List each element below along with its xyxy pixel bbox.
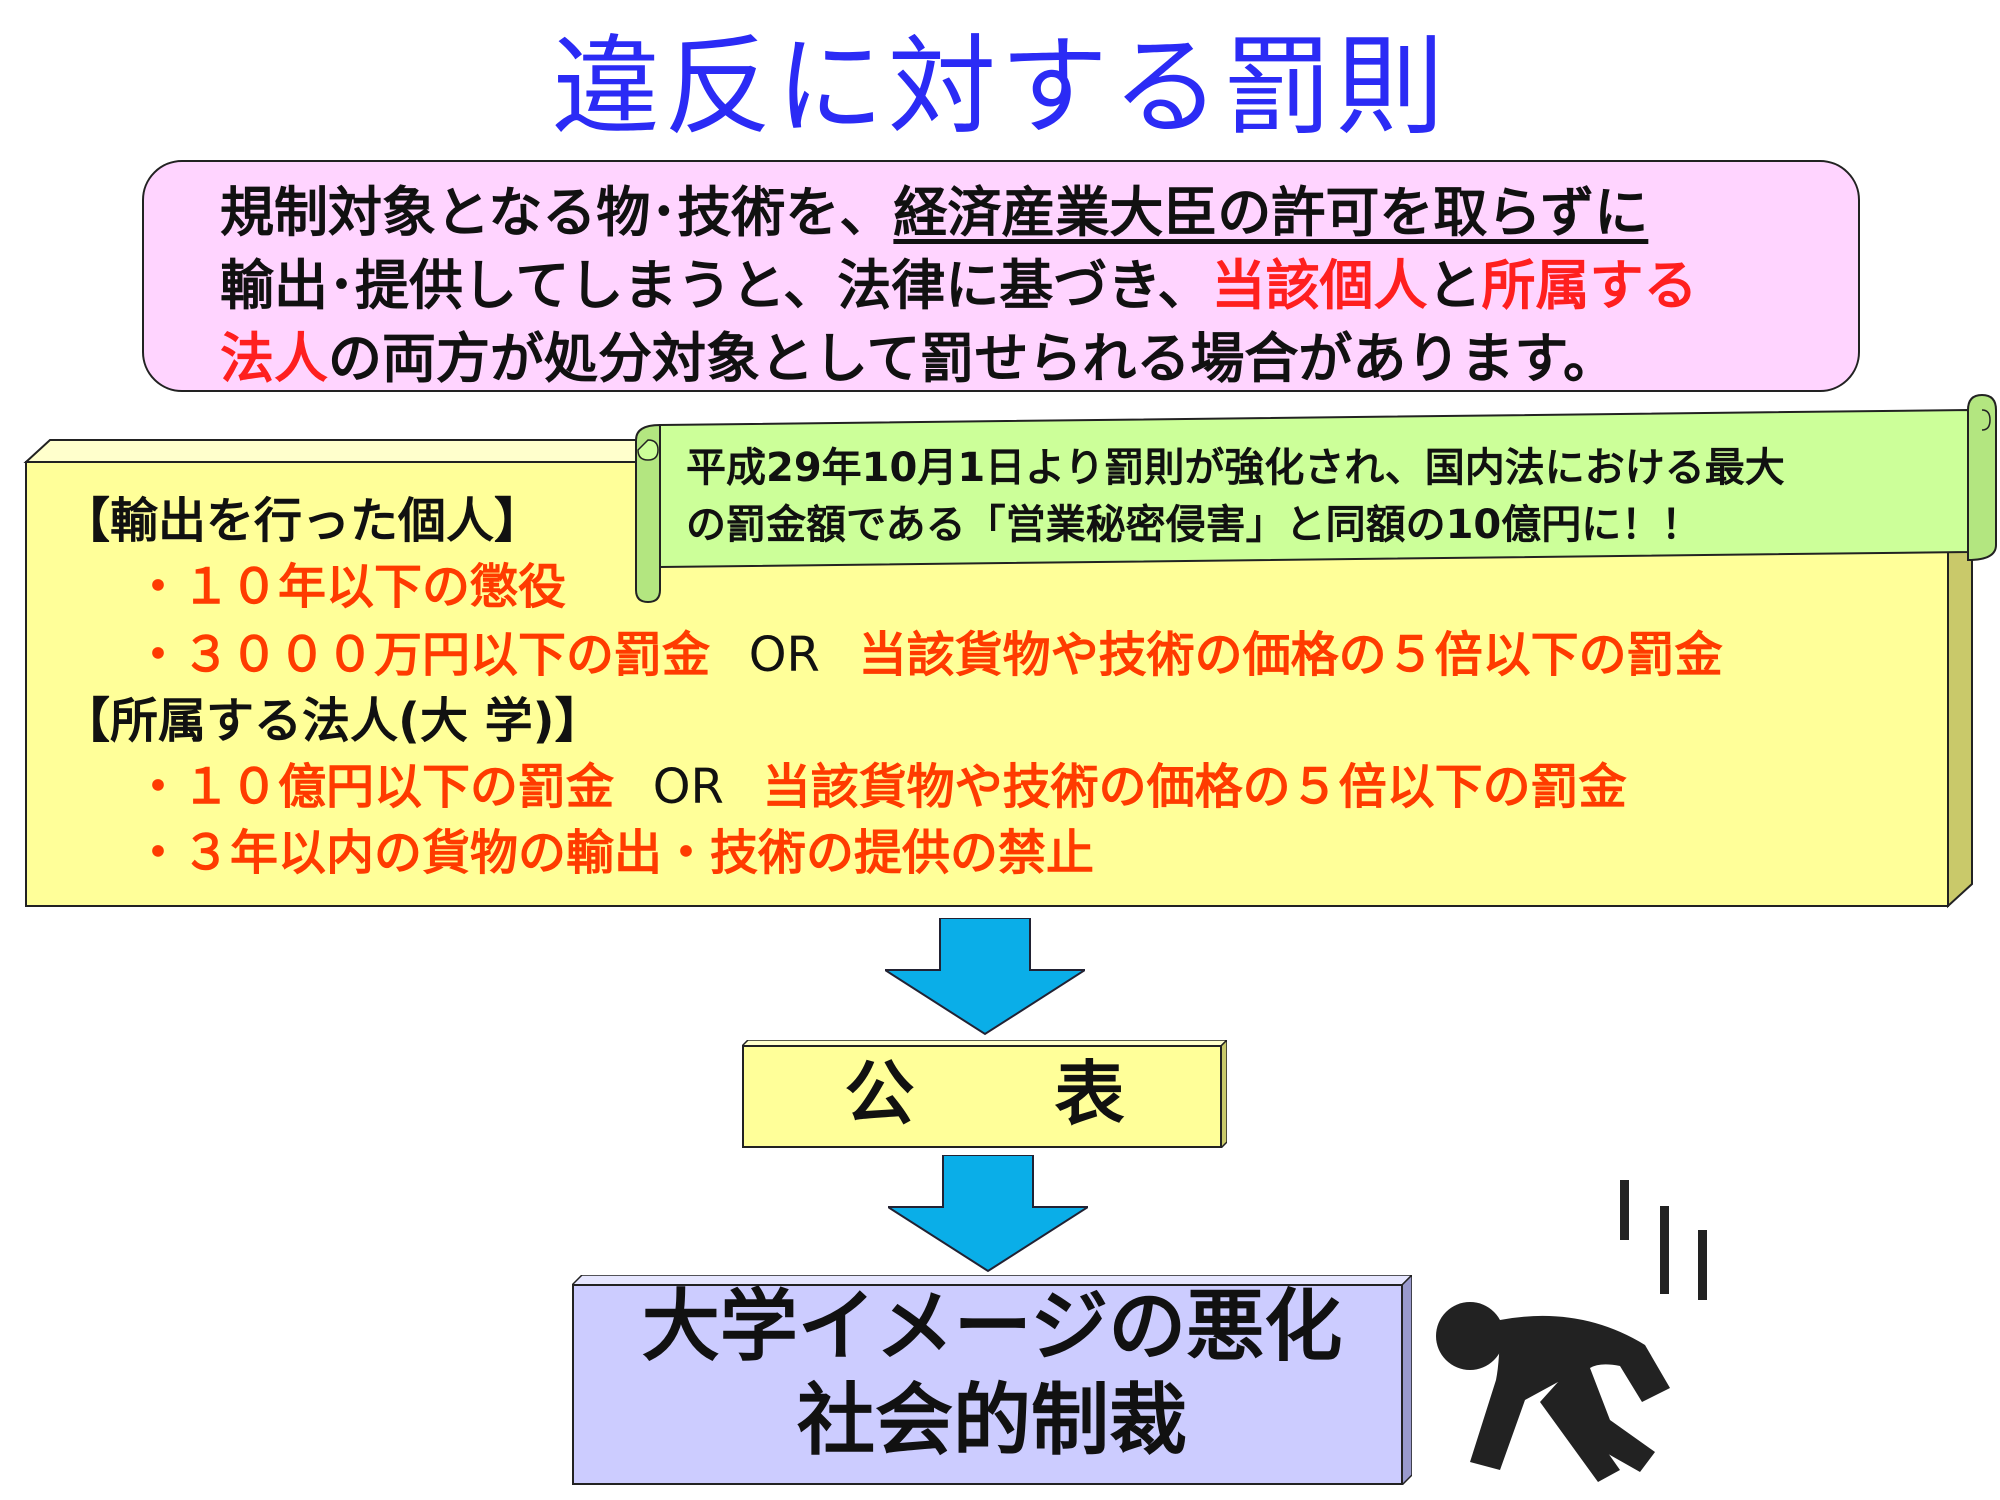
page-title: 違反に対する罰則 bbox=[551, 25, 1448, 150]
or-label: OR bbox=[652, 759, 724, 815]
individual-penalty-2: ・３０００万円以下の罰金 OR 当該貨物や技術の価格の５倍以下の罰金 bbox=[134, 622, 1723, 688]
intro-underlined: 経済産業大臣の許可を取らずに bbox=[893, 181, 1649, 244]
intro-highlight: 当該個人 bbox=[1211, 254, 1428, 317]
intro-text: 輸出･提供してしまうと、法律に基づき、 bbox=[220, 254, 1212, 317]
publication-label: 公 表 bbox=[844, 1053, 1125, 1135]
penalty-list: 【輸出を行った個人】 ・１０年以下の懲役 ・３０００万円以下の罰金 OR 当該貨… bbox=[26, 462, 1948, 900]
callout-line-1: 平成29年10月1日より罰則が強化され、国内法における最大 bbox=[686, 445, 1785, 491]
callout-text: 平成29年10月1日より罰則が強化され、国内法における最大 の罰金額である「営業… bbox=[686, 440, 1966, 554]
down-arrow-icon bbox=[885, 918, 1085, 1036]
penalty-text: ・３０００万円以下の罰金 bbox=[134, 627, 711, 683]
penalty-text: ・１０億円以下の罰金 bbox=[134, 759, 615, 815]
intro-text: の両方が処分対象として罰せられる場合があります。 bbox=[328, 327, 1617, 390]
or-label: OR bbox=[748, 627, 820, 683]
corporation-header: 【所属する法人(大 学)】 bbox=[62, 693, 603, 749]
intro-text: 規制対象となる物･技術を、 bbox=[220, 181, 894, 244]
intro-box: 規制対象となる物･技術を、経済産業大臣の許可を取らずに 輸出･提供してしまうと、… bbox=[142, 160, 1860, 392]
intro-line-3: 法人の両方が処分対象として罰せられる場合があります。 bbox=[220, 322, 1858, 395]
individual-header: 【輸出を行った個人】 bbox=[62, 493, 543, 549]
result-box bbox=[572, 1275, 1412, 1485]
intro-line-2: 輸出･提供してしまうと、法律に基づき、当該個人と所属する bbox=[220, 249, 1858, 322]
corporation-penalty-2: ・３年以内の貨物の輸出・技術の提供の禁止 bbox=[134, 825, 1095, 881]
intro-highlight: 法人 bbox=[220, 327, 328, 390]
intro-highlight: 所属する bbox=[1481, 254, 1698, 317]
down-arrow-icon bbox=[888, 1155, 1088, 1273]
individual-penalty-1: ・１０年以下の懲役 bbox=[134, 559, 567, 615]
intro-text: と bbox=[1427, 254, 1482, 317]
falling-person-icon bbox=[1436, 1180, 1707, 1482]
callout-scroll bbox=[635, 393, 1997, 604]
penalty-text: 当該貨物や技術の価格の５倍以下の罰金 bbox=[762, 759, 1627, 815]
intro-line-1: 規制対象となる物･技術を、経済産業大臣の許可を取らずに bbox=[220, 176, 1858, 249]
corporation-penalty-1: ・１０億円以下の罰金 OR 当該貨物や技術の価格の５倍以下の罰金 bbox=[134, 754, 1627, 820]
publication-box bbox=[742, 1040, 1227, 1148]
result-text: 大学イメージの悪化 社会的制裁 bbox=[572, 1280, 1412, 1468]
result-line-2: 社会的制裁 bbox=[796, 1376, 1187, 1466]
result-line-1: 大学イメージの悪化 bbox=[641, 1282, 1343, 1372]
penalty-text: 当該貨物や技術の価格の５倍以下の罰金 bbox=[858, 627, 1723, 683]
callout-line-2: の罰金額である「営業秘密侵害」と同額の10億円に！！ bbox=[686, 502, 1702, 548]
